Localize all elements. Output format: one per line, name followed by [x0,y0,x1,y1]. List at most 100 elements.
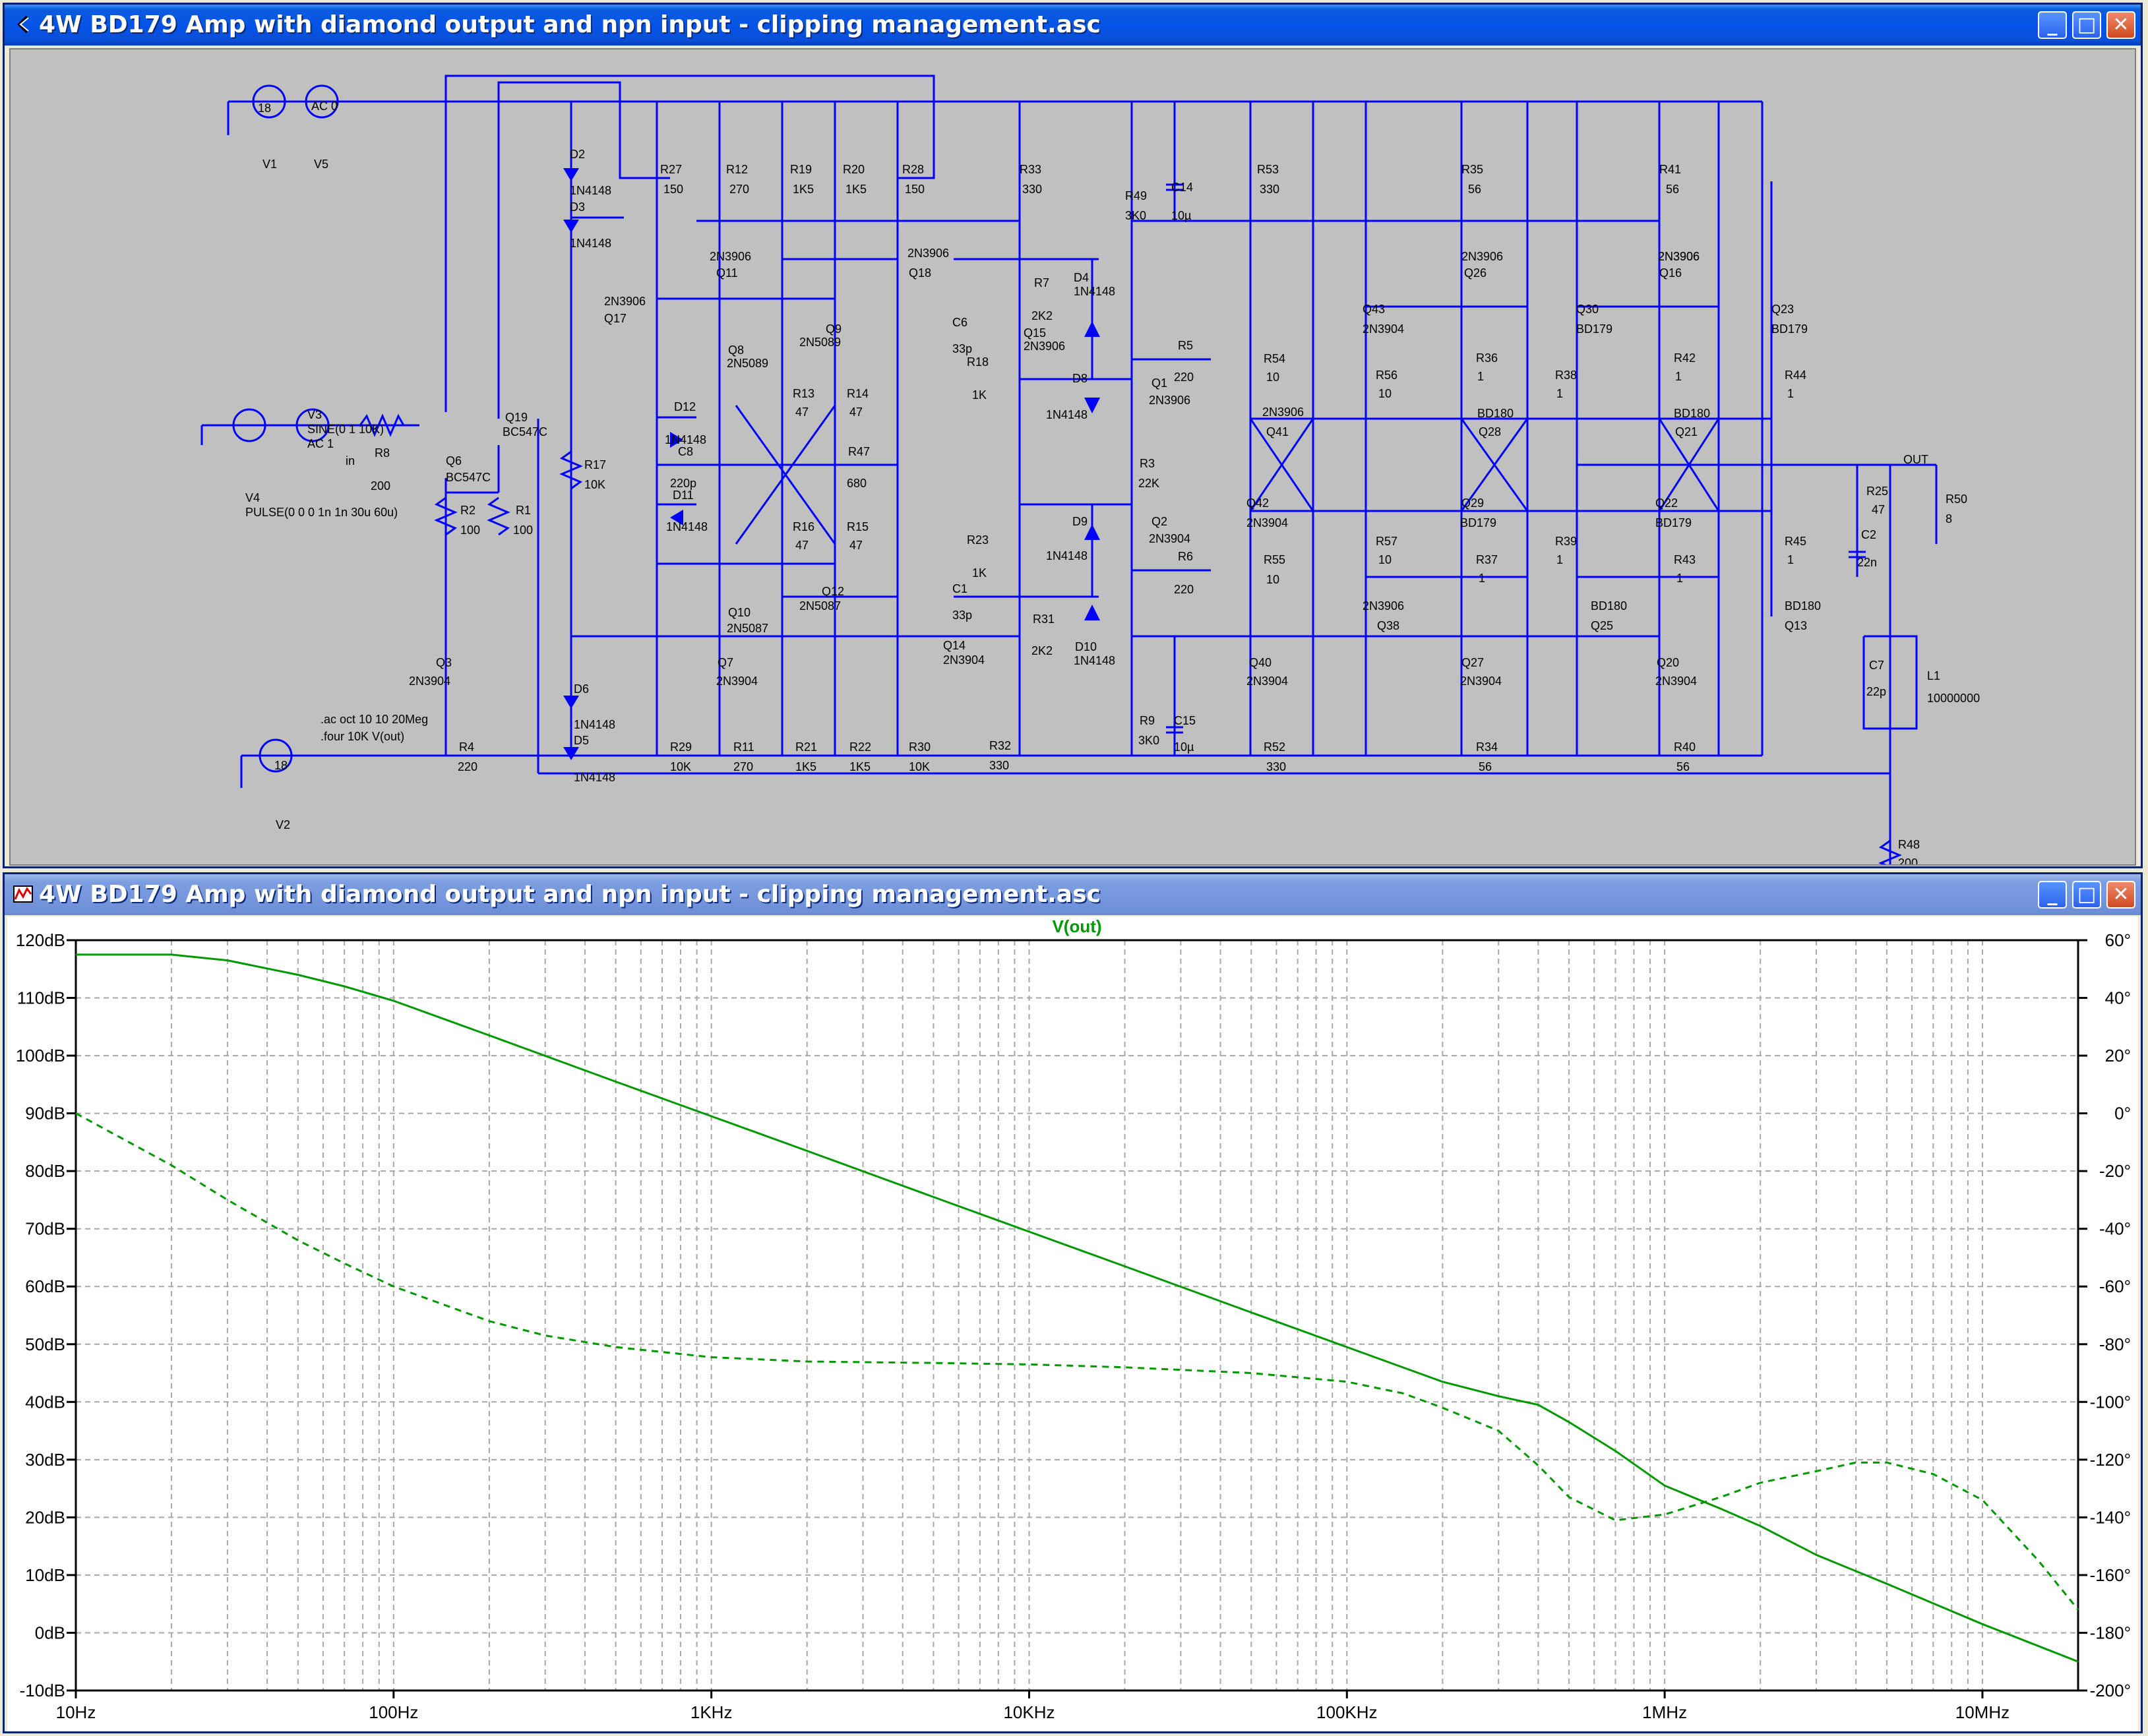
plot-window[interactable]: 4W BD179 Amp with diamond output and npn… [3,872,2143,1733]
component-label: C14 [1171,181,1193,194]
left-tick-label: 100dB [16,1046,65,1065]
component-label: D11 [673,489,694,502]
component-label: BD180 [1785,599,1821,613]
component-label: R27 [660,163,682,176]
left-tick-label: 10dB [25,1565,65,1585]
component-label: Q40 [1249,656,1272,669]
component-label: 150 [905,183,925,196]
component-label: 1 [1556,553,1563,566]
x-tick-label: 100KHz [1316,1702,1378,1722]
component-label: BC547C [503,425,547,438]
component-label: C6 [952,316,967,329]
component-label: 47 [849,539,863,552]
x-tick-label: 100Hz [369,1702,418,1722]
component-label: 330 [1260,183,1279,196]
component-label: AC 0 [311,100,338,113]
component-label: OUT [1903,453,1928,466]
component-label: C8 [678,445,693,458]
component-label: 56 [1468,183,1481,196]
component-label: BD180 [1674,407,1710,420]
component-label: 270 [733,760,753,773]
component-label: R7 [1034,276,1049,289]
component-label: 2N3904 [1149,532,1190,545]
component-label: R20 [843,163,865,176]
component-label: 2N5089 [799,336,841,349]
component-label: 1 [1477,370,1484,383]
component-label: 3K0 [1138,734,1159,747]
bode-plot[interactable]: V(out) 120dB110dB100dB90dB80dB70dB60dB50… [7,916,2138,1731]
component-label: Q21 [1675,425,1698,438]
right-tick-label: -20° [2099,1161,2131,1181]
component-label: C2 [1861,528,1876,541]
component-label: R28 [902,163,924,176]
component-label: 1N4148 [666,520,708,533]
component-label: 1N4148 [1074,285,1115,298]
right-tick-label: -40° [2099,1219,2131,1239]
component-label: 2N3904 [716,674,758,688]
component-label: R32 [989,739,1011,752]
component-label: SINE(0 1 10K) [307,423,384,436]
component-label: Q11 [716,266,738,280]
schematic-maximize-button[interactable]: □ [2072,11,2101,39]
component-label: R4 [459,740,474,754]
component-label: D4 [1074,271,1089,284]
magnitude-trace [76,953,2079,1663]
component-label: 330 [989,759,1009,772]
component-label: Q13 [1785,619,1807,632]
component-label: R36 [1476,351,1498,365]
component-label: 33p [952,342,972,355]
plot-maximize-button[interactable]: □ [2072,881,2101,909]
schematic-titlebar[interactable]: 4W BD179 Amp with diamond output and npn… [5,5,2141,45]
component-label: Q22 [1655,496,1678,510]
component-label: R47 [848,445,870,458]
component-label: R30 [909,740,931,754]
component-label: 56 [1676,760,1690,773]
component-label: 10K [909,760,930,773]
component-label: R33 [1020,163,1041,176]
plot-minimize-button[interactable]: _ [2038,881,2067,909]
component-label: AC 1 [307,437,334,450]
component-label: 22p [1866,685,1886,698]
component-label: Q20 [1657,656,1679,669]
component-label: Q14 [943,639,966,652]
component-label: D6 [574,682,589,696]
component-label: R44 [1785,369,1806,382]
component-label: 100 [513,524,533,537]
component-label: 18 [274,759,288,772]
component-label: V4 [245,491,260,504]
component-label: 2K2 [1031,309,1053,322]
component-label: R35 [1461,163,1483,176]
component-label: BD179 [1771,322,1808,336]
left-tick-label: 70dB [25,1219,65,1239]
trace-label[interactable]: V(out) [1052,916,1101,936]
plot-frame [75,939,2079,1692]
traces [75,953,2079,1663]
right-tick-label: -140° [2090,1507,2131,1527]
component-label: BD179 [1460,516,1496,529]
schematic-close-button[interactable]: ✕ [2106,11,2135,39]
component-label: 1 [1787,553,1794,566]
component-label: 200 [1898,856,1918,864]
component-label: R56 [1376,369,1397,382]
component-label: C1 [952,582,967,595]
plot-titlebar[interactable]: 4W BD179 Amp with diamond output and npn… [5,874,2141,915]
component-label: 680 [847,477,867,490]
component-label: 33p [952,609,972,622]
component-label: R29 [670,740,692,754]
component-label: D12 [674,400,696,413]
schematic-minimize-button[interactable]: _ [2038,11,2067,39]
x-tick-label: 10MHz [1955,1702,2010,1722]
component-label: R13 [793,387,814,400]
component-label: 2N3906 [1363,599,1404,613]
component-label: R14 [847,387,869,400]
component-label: PULSE(0 0 0 1n 1n 30u 60u) [245,506,398,519]
schematic-window[interactable]: 4W BD179 Amp with diamond output and npn… [3,3,2143,868]
plot-close-button[interactable]: ✕ [2106,881,2135,909]
component-label: 220 [1174,583,1194,596]
component-label: R21 [795,740,817,754]
component-label: D9 [1072,515,1088,528]
component-label: 2N3904 [1655,674,1697,688]
